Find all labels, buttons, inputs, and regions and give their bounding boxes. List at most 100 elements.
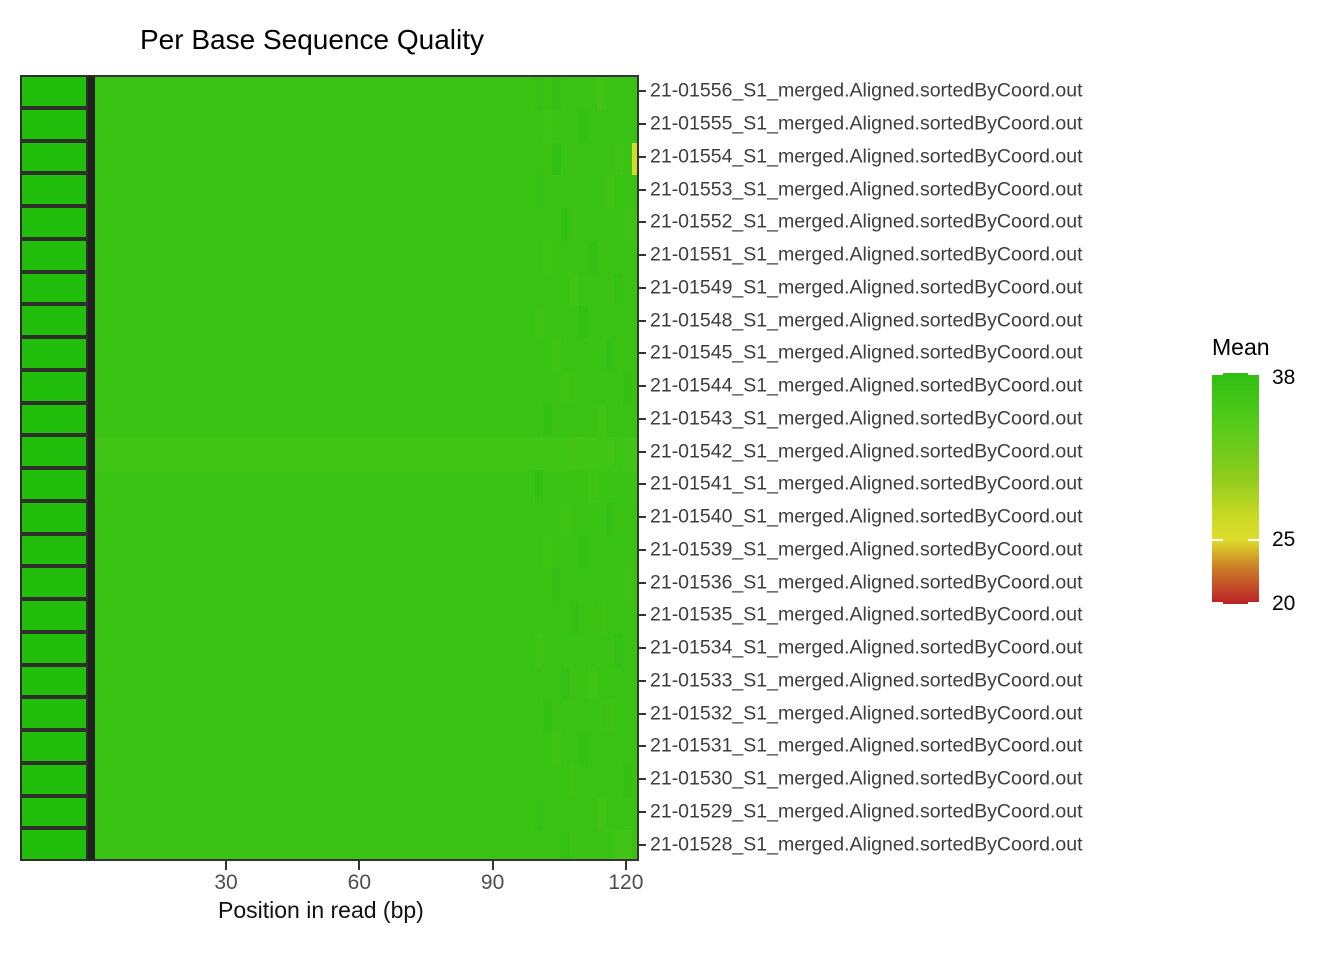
heatmap-cell: [467, 568, 491, 602]
sample-label: 21-01533_S1_merged.Aligned.sortedByCoord…: [650, 669, 1083, 692]
heatmap-cell: [578, 208, 588, 242]
heatmap-cell: [99, 240, 104, 274]
heatmap-cell: [157, 732, 180, 766]
heatmap-cell: [103, 77, 109, 111]
heatmap-cell: [103, 240, 109, 274]
heatmap-cell: [290, 306, 313, 340]
heatmap-cell: [312, 666, 335, 700]
heatmap-cell: [379, 437, 402, 471]
heatmap-cell: [334, 208, 357, 242]
heatmap-cell: [623, 240, 633, 274]
heatmap-cell: [401, 142, 424, 176]
heatmap-cell: [103, 273, 109, 307]
heatmap-cell: [534, 404, 544, 438]
y-axis-tick: [637, 319, 646, 322]
heatmap-cell: [632, 77, 637, 111]
heatmap-cell: [268, 109, 291, 143]
heatmap-cell: [605, 797, 615, 831]
status-cell: [20, 206, 88, 239]
heatmap-cell: [534, 535, 544, 569]
heatmap-cell: [95, 568, 100, 602]
heatmap-cell: [623, 109, 633, 143]
heatmap-cell: [223, 208, 246, 242]
heatmap-cell: [356, 601, 380, 635]
heatmap-cell: [99, 404, 104, 438]
heatmap-cell: [561, 339, 571, 373]
heatmap-cell: [561, 830, 571, 859]
heatmap-cell: [312, 732, 335, 766]
heatmap-cell: [534, 142, 544, 176]
heatmap-cell: [512, 437, 535, 471]
heatmap-cell: [512, 404, 535, 438]
heatmap-cell: [108, 142, 113, 176]
heatmap-cell: [312, 273, 335, 307]
heatmap-cell: [467, 77, 491, 111]
heatmap-cell: [121, 797, 127, 831]
heatmap-cell: [543, 273, 553, 307]
heatmap-cell: [103, 208, 109, 242]
heatmap-cell: [445, 306, 468, 340]
heatmap-cell: [245, 175, 269, 209]
heatmap-cell: [134, 502, 158, 536]
heatmap-cell: [552, 764, 562, 798]
heatmap-cell: [268, 601, 291, 635]
heatmap-cell: [290, 764, 313, 798]
heatmap-cell: [117, 175, 122, 209]
status-cell: [20, 304, 88, 337]
heatmap-cell: [578, 371, 588, 405]
heatmap-cell: [334, 535, 357, 569]
heatmap-cell: [103, 535, 109, 569]
heatmap-cell: [467, 535, 491, 569]
legend-tick-label: 38: [1272, 366, 1296, 389]
heatmap-cell: [596, 339, 606, 373]
heatmap-cell: [423, 437, 446, 471]
heatmap-cell: [223, 437, 246, 471]
heatmap-cell: [490, 797, 513, 831]
heatmap-cell: [134, 437, 158, 471]
heatmap-cell: [605, 732, 615, 766]
heatmap-cell: [578, 666, 588, 700]
heatmap-cell: [95, 830, 100, 859]
heatmap-cell: [268, 699, 291, 733]
heatmap-cell: [245, 633, 269, 667]
sample-label: 21-01545_S1_merged.Aligned.sortedByCoord…: [650, 341, 1083, 364]
heatmap-cell: [623, 371, 633, 405]
heatmap-cell: [623, 306, 633, 340]
heatmap-cell: [130, 109, 135, 143]
heatmap-cell: [112, 568, 118, 602]
status-cell: [20, 272, 88, 304]
sample-label: 21-01544_S1_merged.Aligned.sortedByCoord…: [650, 374, 1083, 397]
heatmap-cell: [201, 764, 224, 798]
heatmap-cell: [587, 339, 597, 373]
heatmap-cell: [108, 633, 113, 667]
heatmap-cell: [423, 830, 446, 859]
heatmap-cell: [134, 306, 158, 340]
heatmap-cell: [157, 502, 180, 536]
heatmap-cell: [223, 601, 246, 635]
heatmap-cell: [623, 502, 633, 536]
heatmap-cell: [356, 208, 380, 242]
status-cell: [20, 337, 88, 370]
heatmap-cell: [423, 240, 446, 274]
heatmap-cell: [117, 568, 122, 602]
heatmap-cell: [632, 175, 637, 209]
heatmap-cell: [157, 633, 180, 667]
status-cell: [20, 534, 88, 566]
heatmap-cell: [112, 535, 118, 569]
heatmap-cell: [95, 142, 100, 176]
heatmap-row: [95, 339, 637, 373]
heatmap-cell: [134, 535, 158, 569]
heatmap-row: [95, 371, 637, 405]
heatmap-cell: [543, 306, 553, 340]
legend-tick-mark: [1212, 373, 1223, 375]
heatmap-cell: [587, 306, 597, 340]
sample-label: 21-01529_S1_merged.Aligned.sortedByCoord…: [650, 800, 1083, 823]
x-axis-tick: [624, 861, 627, 870]
legend-colorbar: [1212, 373, 1259, 604]
heatmap-cell: [596, 208, 606, 242]
heatmap-cell: [561, 797, 571, 831]
heatmap-cell: [290, 666, 313, 700]
status-cell: [20, 141, 88, 173]
y-axis-tick: [637, 548, 646, 551]
heatmap-cell: [467, 142, 491, 176]
